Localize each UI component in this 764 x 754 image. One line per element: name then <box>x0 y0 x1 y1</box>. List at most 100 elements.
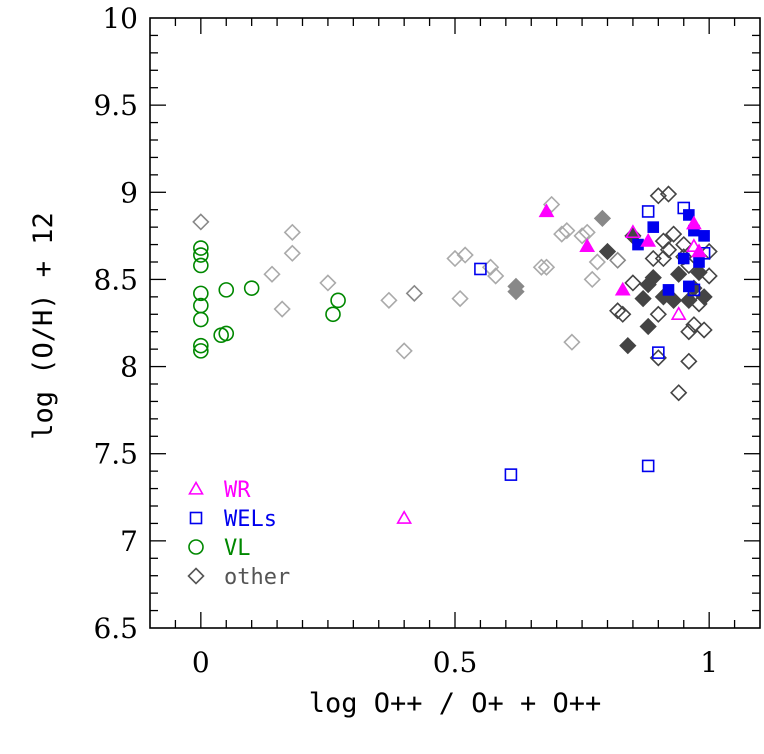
data-point-other <box>283 244 301 262</box>
data-point-other <box>624 274 642 292</box>
legend-label-vl: VL <box>224 536 251 561</box>
data-point-other <box>563 333 581 351</box>
data-point-other <box>558 221 576 240</box>
data-point-other <box>456 246 474 264</box>
data-point-wels <box>632 238 644 251</box>
x-tick-label: 0.5 <box>433 646 478 679</box>
data-point-other <box>446 249 464 268</box>
data-point-other <box>273 300 291 318</box>
data-point-other <box>395 342 413 360</box>
data-point-wr <box>640 232 657 247</box>
data-point-wels <box>662 284 675 296</box>
data-point-wels <box>641 459 655 473</box>
data-point-other <box>664 291 683 309</box>
data-point-other <box>634 289 652 308</box>
y-tick-label: 7.5 <box>93 438 138 471</box>
data-point-other <box>675 235 693 254</box>
legend-label-other: other <box>224 565 290 590</box>
data-point-other <box>670 265 688 283</box>
data-point-other <box>537 258 556 276</box>
data-point-other <box>619 337 637 355</box>
legend-marker-wr <box>188 480 204 495</box>
x-tick-label: 1 <box>700 646 718 679</box>
y-tick-label: 10 <box>102 2 138 35</box>
data-point-other <box>680 352 698 370</box>
data-point-wr <box>614 281 631 296</box>
data-point-other <box>654 232 673 250</box>
data-point-other <box>654 249 673 268</box>
data-point-vl <box>193 247 209 263</box>
data-point-vl <box>218 282 235 298</box>
data-point-wr <box>686 215 702 230</box>
data-point-other <box>614 305 632 323</box>
data-point-wr <box>625 224 641 239</box>
y-tick-label: 6.5 <box>93 612 138 645</box>
y-tick-label: 7 <box>120 525 138 558</box>
data-point-other <box>542 195 561 214</box>
data-point-other <box>700 267 718 285</box>
data-point-other <box>263 265 281 283</box>
tick-labels: 0 0.5 1 6.5 7 7.5 8 8.5 9 9.5 10 <box>93 2 718 679</box>
data-point-vl <box>243 280 260 296</box>
data-point-other <box>405 284 423 303</box>
data-point-vl <box>218 325 235 342</box>
data-point-other <box>644 249 662 268</box>
data-point-other <box>588 253 606 271</box>
data-point-other <box>283 223 301 242</box>
data-point-other <box>532 258 551 276</box>
data-point-wels <box>647 221 660 233</box>
data-point-wels <box>474 262 487 276</box>
data-point-wels <box>641 205 655 218</box>
data-point-vl <box>193 343 209 359</box>
data-point-wr <box>579 238 596 252</box>
data-point-wels <box>693 256 705 268</box>
data-point-other <box>593 209 612 228</box>
y-axis-label: log (O/H) + 12 <box>28 212 59 440</box>
data-point-other <box>573 227 591 245</box>
data-point-other <box>380 291 398 309</box>
data-point-vl <box>193 257 209 274</box>
legend-marker-wels <box>189 511 203 525</box>
data-point-vl <box>193 240 209 256</box>
data-point-other <box>553 225 571 243</box>
data-point-vl <box>193 285 209 302</box>
data-point-other <box>598 242 617 261</box>
legend-marker-other <box>187 567 205 585</box>
y-tick-label: 8.5 <box>93 263 138 296</box>
data-points <box>192 185 718 524</box>
legend-label-wr: WR <box>224 478 251 503</box>
data-point-vl <box>193 311 209 328</box>
data-point-wr <box>686 238 702 252</box>
data-point-other <box>583 270 601 289</box>
data-point-other <box>659 185 678 203</box>
data-point-other <box>319 274 337 292</box>
data-point-other <box>639 317 657 336</box>
data-point-wr <box>396 510 413 524</box>
data-point-other <box>487 267 505 285</box>
data-point-vl <box>325 306 341 323</box>
data-point-wr <box>538 203 555 218</box>
data-point-other <box>609 302 627 320</box>
x-tick-label: 0 <box>192 646 210 679</box>
legend-marker-vl <box>188 539 204 555</box>
data-point-wels <box>683 209 695 221</box>
y-tick-label: 8 <box>120 351 138 384</box>
data-point-wels <box>677 252 690 265</box>
data-point-other <box>649 305 667 323</box>
data-point-wr <box>691 243 707 258</box>
data-point-other <box>649 187 667 205</box>
data-point-other <box>670 384 688 402</box>
data-point-other <box>451 289 469 308</box>
data-point-other <box>695 321 713 339</box>
axis-ticks <box>150 18 760 628</box>
data-point-other <box>659 241 678 259</box>
data-point-other <box>609 251 627 269</box>
data-point-wels <box>504 468 518 481</box>
y-tick-label: 9 <box>120 176 138 209</box>
data-point-wels <box>683 280 695 293</box>
data-point-wels <box>698 230 710 242</box>
y-tick-label: 9.5 <box>93 89 138 122</box>
legend-label-wels: WELs <box>224 507 277 532</box>
data-point-other <box>685 316 703 334</box>
